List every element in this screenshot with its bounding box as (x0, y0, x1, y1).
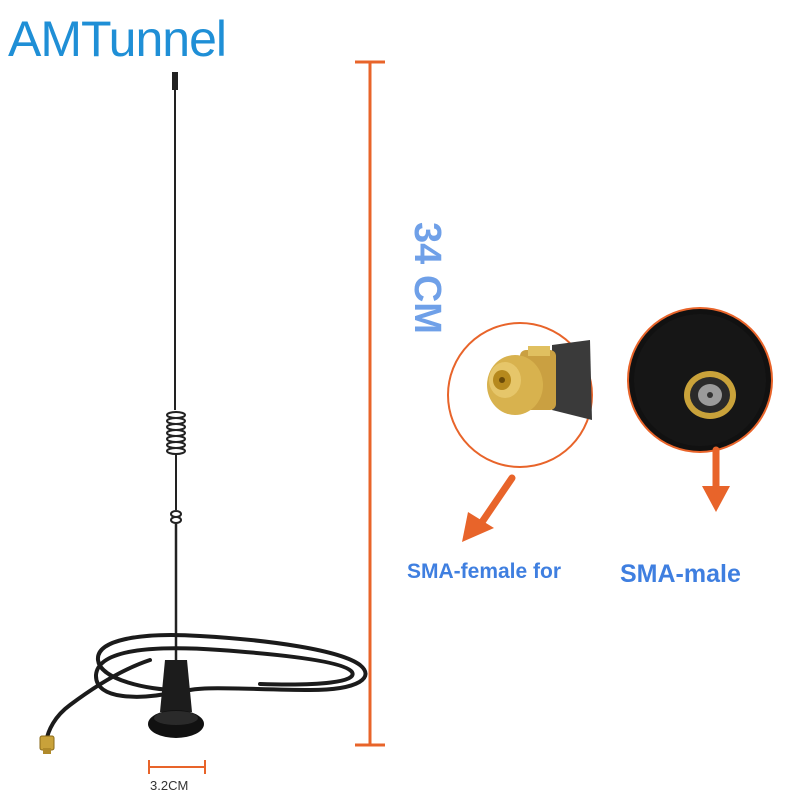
arrow-to-female-label (462, 474, 516, 542)
height-dimension-line (355, 60, 385, 747)
brand-logo-text: AMTunnel (8, 11, 227, 67)
coax-cable (44, 633, 368, 744)
sma-male-label: SMA-male (620, 560, 741, 588)
magnetic-base (148, 660, 204, 738)
sma-female-closeup (447, 322, 593, 468)
sma-male-closeup (627, 307, 773, 453)
height-label: 34 CM (406, 222, 448, 334)
cable-sma-connector (39, 735, 55, 754)
antenna-whip (166, 72, 186, 660)
sma-female-label: SMA-female for (407, 560, 562, 583)
small-coil (170, 510, 182, 524)
arrow-to-male-label (702, 446, 730, 512)
base-dimension-marker (148, 760, 206, 774)
base-diameter-label: 3.2CM (150, 778, 189, 793)
loading-coil (166, 411, 186, 455)
